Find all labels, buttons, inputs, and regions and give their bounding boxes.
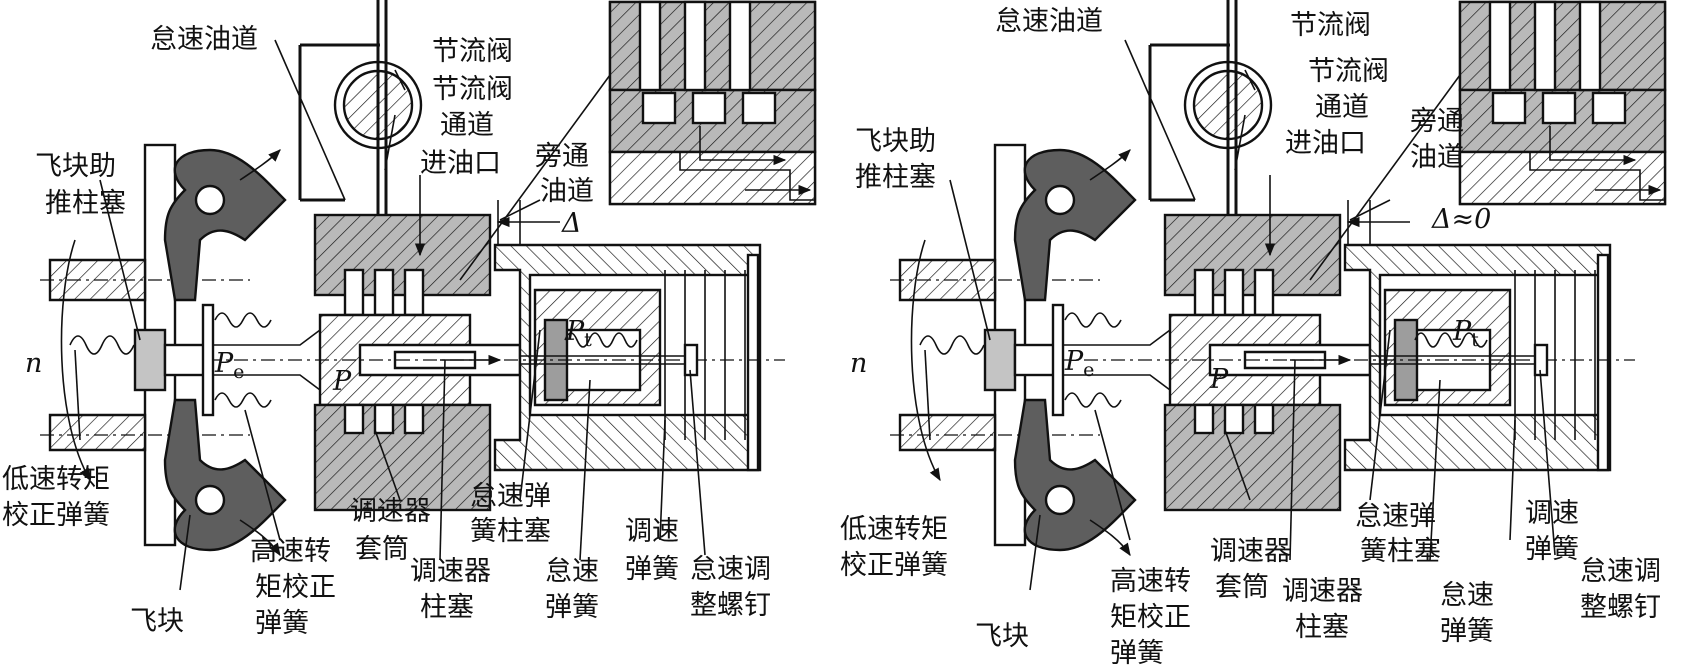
- label-flyweight-plunger-1: 飞块助: [35, 151, 116, 182]
- symbol-pt-base: P: [1452, 316, 1472, 347]
- label-delta: Δ: [561, 208, 582, 239]
- label-sleeve-1: 调速器: [350, 496, 431, 527]
- symbol-pt-sub: t: [584, 329, 592, 351]
- label-sleeve-2: 套筒: [1215, 572, 1269, 603]
- label-high-speed-spring-3: 弹簧: [255, 608, 309, 639]
- label-gov-plunger-2: 柱塞: [420, 592, 474, 623]
- label-idle-screw-2: 整螺钉: [1580, 592, 1661, 623]
- label-high-speed-spring-2: 矩校正: [255, 572, 336, 603]
- label-idle-spring-plunger-1: 怠速弹: [470, 481, 551, 512]
- symbol-pt-base: P: [565, 316, 585, 347]
- label-idle-oil-passage: 怠速油道: [995, 6, 1103, 37]
- label-gov-spring-2: 弹簧: [625, 554, 679, 585]
- symbol-pe: Pe: [1064, 346, 1094, 381]
- label-gov-plunger-1: 调速器: [1282, 576, 1363, 607]
- label-idle-spring-plunger-2: 簧柱塞: [1360, 536, 1441, 567]
- symbol-pt: Pt: [565, 316, 592, 351]
- label-low-speed-spring-2: 校正弹簧: [840, 550, 948, 581]
- label-idle-spring-plunger-1: 怠速弹: [1355, 501, 1436, 532]
- label-idle-screw-2: 整螺钉: [690, 590, 771, 621]
- label-flyweight: 飞块: [975, 621, 1029, 652]
- label-idle-spring-1: 怠速: [1440, 580, 1494, 611]
- label-gov-spring-1: 调速: [625, 516, 679, 547]
- label-idle-spring-2: 弹簧: [545, 592, 599, 623]
- label-high-speed-spring-1: 高速转: [1110, 566, 1191, 597]
- symbol-n: n: [850, 348, 867, 379]
- label-throttle-channel-1: 节流阀: [432, 74, 513, 105]
- label-throttle-channel-2: 通道: [1315, 92, 1369, 123]
- symbol-pe-base: P: [214, 348, 234, 379]
- label-oil-inlet: 进油口: [420, 148, 501, 179]
- label-flyweight-plunger-1: 飞块助: [855, 126, 936, 157]
- label-idle-oil-passage: 怠速油道: [150, 24, 258, 55]
- label-high-speed-spring-3: 弹簧: [1110, 638, 1164, 669]
- label-low-speed-spring-1: 低速转矩: [2, 464, 110, 495]
- symbol-p: P: [1209, 364, 1229, 395]
- label-throttle-channel-1: 节流阀: [1308, 56, 1389, 87]
- symbol-pe-base: P: [1064, 346, 1084, 377]
- label-gov-plunger-2: 柱塞: [1295, 612, 1349, 643]
- label-throttle-valve: 节流阀: [432, 36, 513, 67]
- label-bypass-2: 油道: [540, 176, 594, 207]
- label-bypass-1: 旁通: [535, 141, 589, 172]
- label-idle-screw-1: 怠速调: [1580, 556, 1661, 587]
- label-gov-spring-1: 调速: [1525, 498, 1579, 529]
- symbol-p: P: [332, 366, 352, 397]
- label-low-speed-spring-1: 低速转矩: [840, 514, 948, 545]
- label-idle-spring-plunger-2: 簧柱塞: [470, 516, 551, 547]
- symbol-n: n: [25, 348, 42, 379]
- label-low-speed-spring-2: 校正弹簧: [2, 500, 110, 531]
- label-oil-inlet: 进油口: [1285, 128, 1366, 159]
- label-flyweight: 飞块: [130, 606, 184, 637]
- symbol-pe-sub: e: [233, 361, 244, 383]
- label-gov-spring-2: 弹簧: [1525, 534, 1579, 565]
- label-gov-plunger-1: 调速器: [410, 556, 491, 587]
- label-flyweight-plunger-2: 推柱塞: [855, 162, 936, 193]
- symbol-pt: Pt: [1452, 316, 1479, 351]
- label-sleeve-1: 调速器: [1210, 536, 1291, 567]
- label-idle-screw-1: 怠速调: [690, 554, 771, 585]
- label-high-speed-spring-2: 矩校正: [1110, 602, 1191, 633]
- label-throttle-channel-2: 通道: [440, 110, 494, 141]
- label-idle-spring-1: 怠速: [545, 556, 599, 587]
- symbol-pt-sub: t: [1471, 329, 1479, 351]
- label-sleeve-2: 套筒: [355, 534, 409, 565]
- label-idle-spring-2: 弹簧: [1440, 616, 1494, 647]
- symbol-pe: Pe: [214, 348, 244, 383]
- right-panel-labels: 怠速油道 节流阀 节流阀 通道 进油口 旁通 油道 Δ≈0 飞块助 推柱塞 n …: [840, 6, 1661, 669]
- label-bypass-1: 旁通: [1410, 106, 1464, 137]
- left-panel-labels: 怠速油道 节流阀 节流阀 通道 进油口 旁通 油道 Δ 飞块助 推柱塞 n Pe…: [2, 24, 771, 639]
- label-bypass-2: 油道: [1410, 142, 1464, 173]
- label-throttle-valve: 节流阀: [1290, 10, 1371, 41]
- label-flyweight-plunger-2: 推柱塞: [45, 188, 126, 219]
- symbol-pe-sub: e: [1083, 359, 1094, 381]
- label-delta: Δ≈0: [1431, 204, 1491, 235]
- label-high-speed-spring-1: 高速转: [250, 536, 331, 567]
